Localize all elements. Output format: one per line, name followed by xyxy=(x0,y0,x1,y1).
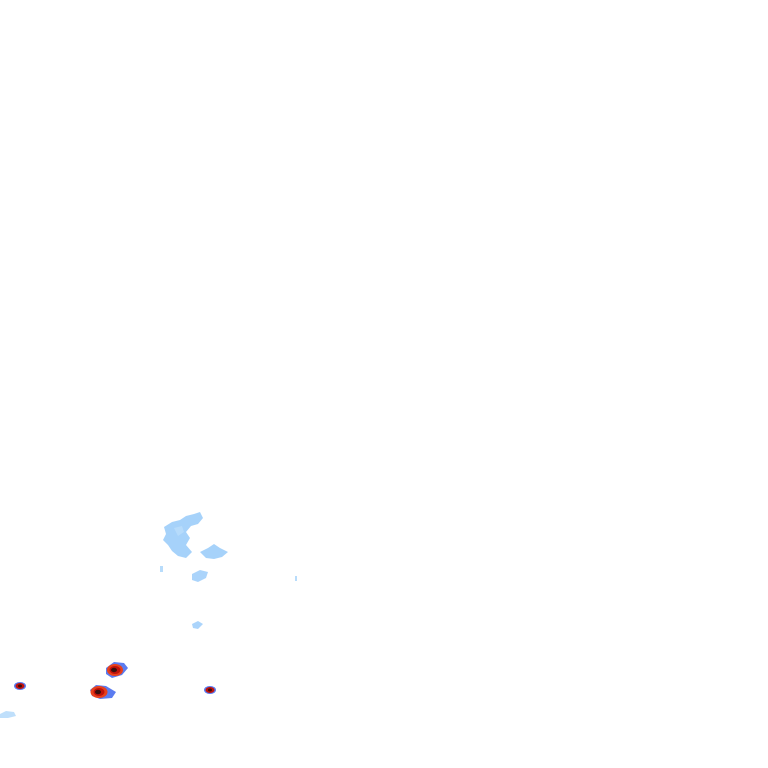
light-precip-echo xyxy=(192,621,203,629)
light-precip-echo xyxy=(163,512,203,558)
light-precip-echo xyxy=(200,544,228,559)
light-precip-echo xyxy=(192,570,208,582)
light-precip-echo xyxy=(174,526,184,536)
intense-cell xyxy=(14,682,26,690)
light-precip-cluster xyxy=(0,512,297,718)
light-precip-echo xyxy=(295,576,297,581)
intense-cell xyxy=(90,685,116,699)
light-precip-echo xyxy=(0,711,16,718)
intense-cell xyxy=(204,686,216,694)
light-precip-echo xyxy=(160,566,163,572)
intense-cell xyxy=(106,662,128,678)
